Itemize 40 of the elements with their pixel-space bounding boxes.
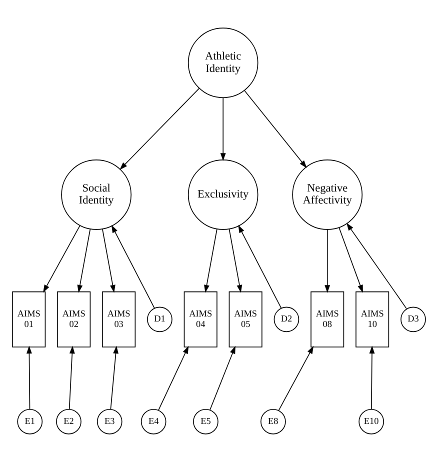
arrow — [278, 346, 314, 411]
arrow — [204, 228, 218, 293]
node-circle: E10 — [358, 408, 384, 434]
arrow — [68, 346, 75, 410]
node-box: AIMS 05 — [228, 291, 262, 348]
node-box: AIMS 02 — [57, 291, 91, 348]
node-circle: Athletic Identity — [188, 28, 258, 98]
node-circle: E1 — [17, 408, 43, 434]
arrow — [324, 229, 330, 293]
arrow — [26, 346, 32, 410]
arrow — [120, 88, 200, 170]
node-circle: D2 — [274, 306, 300, 332]
node-box: AIMS 10 — [356, 291, 390, 348]
arrow — [77, 228, 91, 293]
arrow — [369, 346, 375, 410]
arrow — [210, 346, 236, 410]
arrow — [158, 346, 189, 410]
node-circle: E5 — [193, 408, 218, 434]
node-box: AIMS 01 — [12, 291, 46, 348]
arrow — [43, 225, 80, 293]
node-circle: E8 — [260, 408, 286, 434]
arrow — [110, 346, 118, 410]
node-box: AIMS 04 — [184, 291, 218, 348]
node-circle: Exclusivity — [188, 160, 258, 230]
node-circle: D1 — [147, 306, 172, 332]
node-circle: Social Identity — [61, 160, 132, 230]
arrow — [244, 90, 307, 168]
arrow — [220, 97, 226, 161]
arrow — [111, 224, 155, 309]
arrow — [238, 224, 282, 309]
arrow — [228, 228, 242, 293]
node-circle: E2 — [56, 408, 82, 434]
node-circle: D3 — [400, 306, 426, 332]
node-box: AIMS 03 — [102, 291, 136, 348]
arrow — [346, 222, 407, 309]
arrow — [338, 227, 363, 293]
node-circle: E3 — [96, 408, 122, 434]
node-circle: E4 — [140, 408, 166, 434]
node-box: AIMS 08 — [310, 291, 344, 348]
arrow — [102, 228, 116, 293]
